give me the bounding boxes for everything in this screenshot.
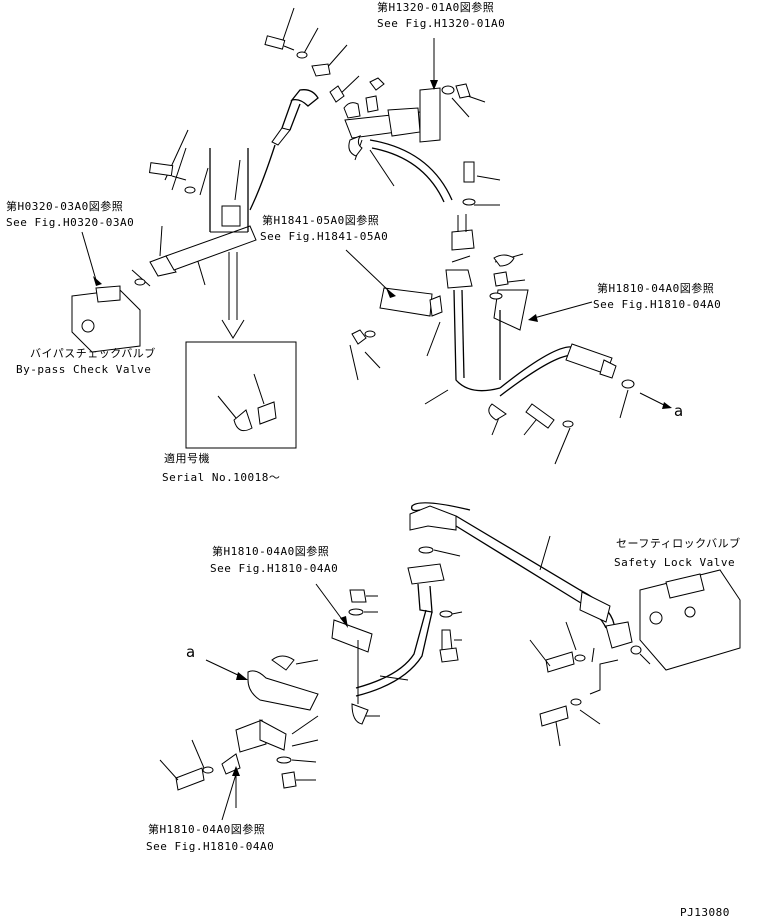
bolts-bottom-right <box>529 621 651 747</box>
clamp-bracket-h1841 <box>351 287 443 345</box>
ref-h1810-mid-en: See Fig.H1810-04A0 <box>210 562 338 575</box>
bolts-right-top <box>451 161 476 251</box>
ref-h1810-bot-jp: 第H1810-04A0図参照 <box>148 822 265 836</box>
ref-h0320-jp: 第H0320-03A0図参照 <box>6 199 123 213</box>
applicable-label-jp: 適用号機 <box>164 451 210 465</box>
ref-h0320-en: See Fig.H0320-03A0 <box>6 216 134 229</box>
drawing-code: PJ13080 <box>680 906 730 919</box>
ref-h1841-en: See Fig.H1841-05A0 <box>260 230 388 243</box>
connection-marker-top: a <box>674 402 683 420</box>
hose-to-a <box>525 343 672 429</box>
ref-h1810-mid-jp: 第H1810-04A0図参照 <box>212 544 329 558</box>
safety-valve-label-en: Safety Lock Valve <box>614 556 735 569</box>
ref-h1841-jp: 第H1841-05A0図参照 <box>262 213 379 227</box>
pipe-to-bypass <box>148 148 257 277</box>
ref-h1810-top-en: See Fig.H1810-04A0 <box>593 298 721 311</box>
bypass-valve-label-jp: バイパスチェックバルブ <box>30 346 156 360</box>
ref-h1810-bot-en: See Fig.H1810-04A0 <box>146 840 274 853</box>
top-hose-assembly <box>249 35 345 211</box>
ref-h1810-top-jp: 第H1810-04A0図参照 <box>597 281 714 295</box>
bottom-left-assembly <box>159 535 551 821</box>
serial-number-label: Serial No.10018～ <box>162 471 280 484</box>
inset-arrow <box>221 252 245 339</box>
safety-lock-valve <box>639 569 741 671</box>
valve-tee-assembly <box>343 77 471 203</box>
connection-marker-bottom: a <box>186 643 195 661</box>
ref-h1320-jp: 第H1320-01A0図参照 <box>377 0 494 14</box>
safety-valve-label-jp: セーフティロックバルブ <box>616 536 741 550</box>
serial-inset-box <box>185 341 297 449</box>
ref-h1320-en: See Fig.H1320-01A0 <box>377 17 505 30</box>
bottom-pipe-assembly <box>355 502 642 697</box>
center-flange-elbow <box>445 254 577 421</box>
bypass-valve-label-en: By-pass Check Valve <box>16 363 151 376</box>
bypass-valve-body <box>71 278 146 353</box>
